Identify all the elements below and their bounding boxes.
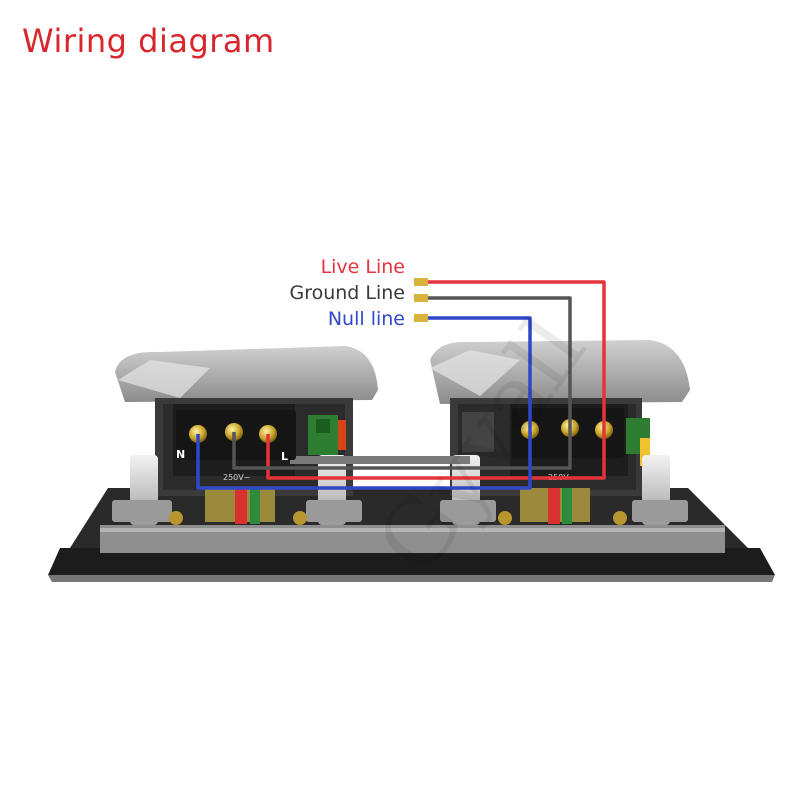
legend-null-line: Null line	[327, 308, 405, 330]
left-terminal-block: N L	[176, 410, 296, 463]
null-wire-tip	[414, 314, 428, 322]
diagram-title: Wiring diagram	[22, 22, 275, 60]
live-line-wire	[266, 280, 606, 480]
legend-live-line: Live Line	[320, 256, 405, 278]
connector-bar	[290, 456, 470, 464]
left-rating-label: 250V~	[223, 473, 250, 482]
terminal-n-label: N	[176, 448, 185, 461]
hinges	[112, 455, 688, 525]
legend-ground-line: Ground Line	[289, 282, 405, 304]
wire-tips	[414, 278, 428, 322]
right-terminal-block	[512, 408, 624, 458]
ground-wire-tip	[414, 294, 428, 302]
null-line-wire	[196, 316, 532, 490]
ground-line-wire	[232, 296, 572, 470]
terminal-l-label: L	[281, 450, 288, 463]
live-wire-tip	[414, 278, 428, 286]
